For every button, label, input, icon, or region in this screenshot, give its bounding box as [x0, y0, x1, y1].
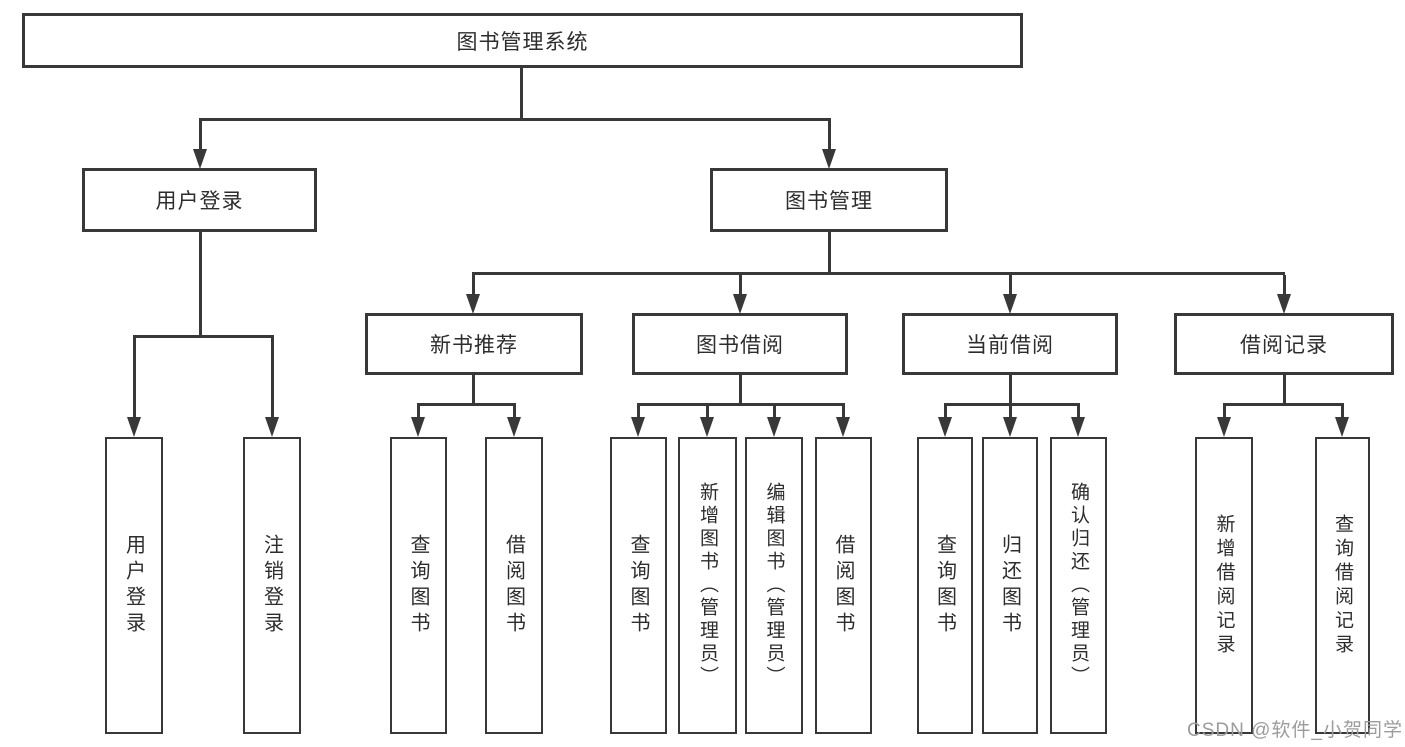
- connector-line: [637, 406, 640, 421]
- node-borrowing-records: 借阅记录: [1174, 313, 1394, 375]
- connector-line: [1009, 275, 1012, 296]
- connector-line: [133, 338, 136, 419]
- leaf-query-books-recommend: 查询图书: [390, 437, 447, 734]
- connector-line: [417, 406, 420, 421]
- arrow-down-icon: [733, 294, 747, 314]
- arrow-down-icon: [466, 294, 480, 314]
- arrow-down-icon: [822, 149, 836, 169]
- arrow-down-icon: [1335, 417, 1349, 437]
- connector-line: [773, 406, 776, 421]
- connector-line: [513, 406, 516, 421]
- arrow-down-icon: [193, 149, 207, 169]
- leaf-add-books-admin: 新增图书（管理员）: [678, 437, 737, 734]
- arrow-down-icon: [411, 417, 425, 437]
- connector-line: [706, 406, 709, 421]
- leaf-query-books-borrowing: 查询图书: [610, 437, 667, 734]
- leaf-edit-books-admin: 编辑图书（管理员）: [745, 437, 803, 734]
- connector-line: [944, 403, 1080, 406]
- node-new-book-recommendation: 新书推荐: [365, 313, 583, 375]
- arrow-down-icon: [1277, 294, 1291, 314]
- arrow-down-icon: [1071, 417, 1085, 437]
- connector-line: [637, 403, 845, 406]
- connector-line: [199, 232, 202, 337]
- connector-line: [739, 275, 742, 296]
- connector-line: [133, 335, 274, 338]
- csdn-watermark: CSDN @软件_小贺同学: [1187, 720, 1403, 741]
- connector-line: [199, 121, 202, 152]
- connector-line: [828, 121, 831, 152]
- connector-line: [199, 118, 831, 121]
- connector-line: [739, 375, 742, 406]
- connector-line: [417, 403, 516, 406]
- arrow-down-icon: [836, 417, 850, 437]
- node-library-management-system: 图书管理系统: [22, 13, 1023, 68]
- connector-line: [472, 272, 1285, 275]
- leaf-return-books: 归还图书: [982, 437, 1038, 734]
- arrow-down-icon: [700, 417, 714, 437]
- arrow-down-icon: [127, 417, 141, 437]
- connector-line: [472, 375, 475, 406]
- leaf-query-borrow-record: 查询借阅记录: [1315, 437, 1370, 734]
- node-user-login: 用户登录: [82, 168, 317, 232]
- arrow-down-icon: [507, 417, 521, 437]
- arrow-down-icon: [265, 417, 279, 437]
- leaf-add-borrow-record: 新增借阅记录: [1195, 437, 1253, 734]
- connector-line: [828, 232, 831, 274]
- connector-line: [1077, 406, 1080, 421]
- arrow-down-icon: [767, 417, 781, 437]
- connector-line: [1009, 375, 1012, 406]
- arrow-down-icon: [1003, 294, 1017, 314]
- node-book-borrowing: 图书借阅: [632, 313, 848, 375]
- node-current-borrowing: 当前借阅: [902, 313, 1118, 375]
- leaf-query-books-current: 查询图书: [917, 437, 973, 734]
- connector-line: [1283, 375, 1286, 406]
- node-book-management: 图书管理: [710, 168, 948, 232]
- arrow-down-icon: [1217, 417, 1231, 437]
- connector-line: [472, 275, 475, 296]
- connector-line: [271, 338, 274, 419]
- connector-line: [1223, 403, 1344, 406]
- connector-line: [1341, 406, 1344, 421]
- connector-line: [842, 406, 845, 421]
- connector-line: [1223, 406, 1226, 421]
- leaf-borrow-books-recommend: 借阅图书: [485, 437, 543, 734]
- connector-line: [1283, 275, 1286, 296]
- leaf-confirm-return-admin: 确认归还（管理员）: [1050, 437, 1107, 734]
- connector-line: [520, 68, 523, 121]
- arrow-down-icon: [1003, 417, 1017, 437]
- leaf-borrow-books: 借阅图书: [815, 437, 872, 734]
- leaf-logout: 注销登录: [243, 437, 301, 734]
- connector-line: [944, 406, 947, 421]
- leaf-user-login: 用户登录: [105, 437, 163, 734]
- arrow-down-icon: [938, 417, 952, 437]
- connector-line: [1009, 406, 1012, 421]
- arrow-down-icon: [631, 417, 645, 437]
